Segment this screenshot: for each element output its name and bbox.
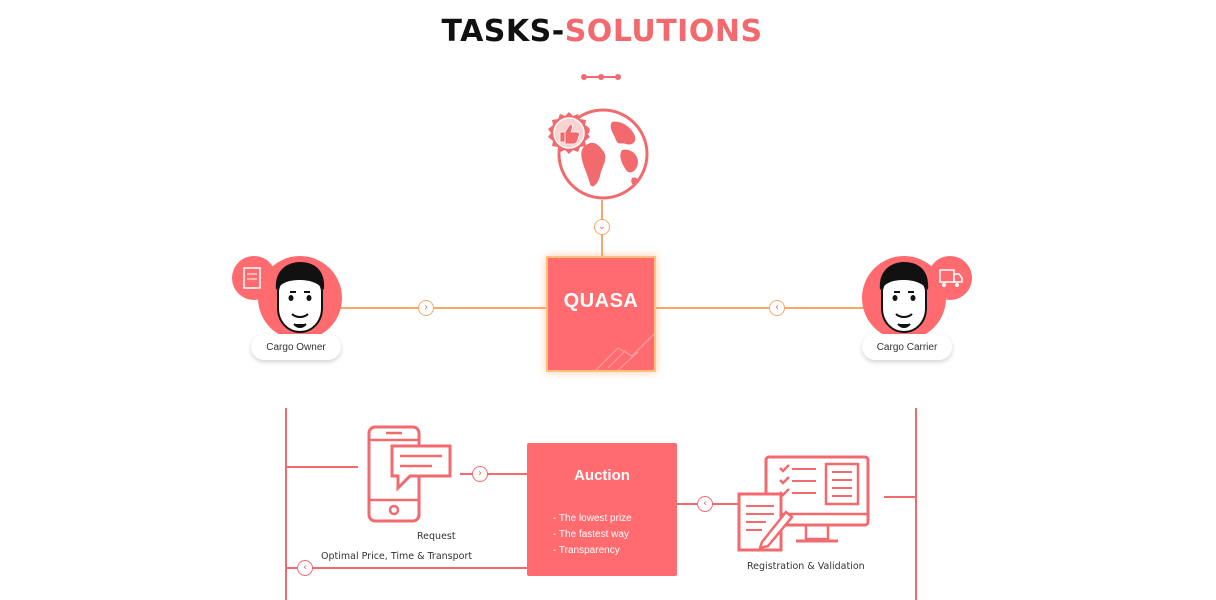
request-label: Request	[417, 531, 456, 542]
left-branch-line	[286, 466, 358, 468]
left-vertical-line	[285, 408, 287, 600]
monitor-checklist-icon	[737, 455, 870, 552]
right-branch-line	[884, 496, 916, 498]
result-line	[286, 567, 527, 569]
auction-title: Auction	[574, 467, 630, 484]
right-chevron-connector: ›	[418, 300, 434, 316]
cargo-owner-text: Cargo Owner	[266, 341, 326, 353]
page-title: TASKS-SOLUTIONS	[0, 14, 1204, 49]
cargo-carrier-text: Cargo Carrier	[876, 341, 938, 353]
auction-box: Auction - The lowest prize - The fastest…	[527, 443, 677, 576]
mobile-message-icon	[367, 425, 452, 523]
handshake-watermark-icon	[595, 333, 654, 370]
quasa-label: QUASA	[563, 290, 639, 312]
cargo-carrier-label: Cargo Carrier	[862, 334, 952, 360]
result-label: Optimal Price, Time & Transport	[321, 551, 473, 562]
down-chevron-connector: ⌄	[594, 219, 610, 235]
auction-item: - Transparency	[553, 545, 620, 556]
cargo-owner-avatar-icon	[232, 256, 342, 336]
auction-item: - The fastest way	[553, 529, 629, 540]
right-vertical-line	[915, 408, 917, 600]
left-chevron-connector-result: ‹	[297, 560, 313, 576]
title-part-dark: TASKS-	[441, 14, 565, 49]
registration-label: Registration & Validation	[747, 561, 865, 572]
quasa-box: QUASA	[546, 256, 656, 372]
title-part-accent: SOLUTIONS	[564, 14, 763, 49]
cargo-carrier-avatar-icon	[862, 256, 972, 336]
title-divider	[581, 74, 621, 80]
right-chevron-connector-auction: ›	[472, 466, 488, 482]
left-chevron-connector-auction: ‹	[697, 496, 713, 512]
auction-item: - The lowest prize	[553, 513, 632, 524]
auction-list: - The lowest prize - The fastest way - T…	[553, 511, 632, 559]
request-to-auction-line	[460, 473, 527, 475]
thumbs-up-badge-icon	[548, 112, 590, 154]
cargo-owner-label: Cargo Owner	[251, 334, 341, 360]
left-chevron-connector: ‹	[769, 300, 785, 316]
